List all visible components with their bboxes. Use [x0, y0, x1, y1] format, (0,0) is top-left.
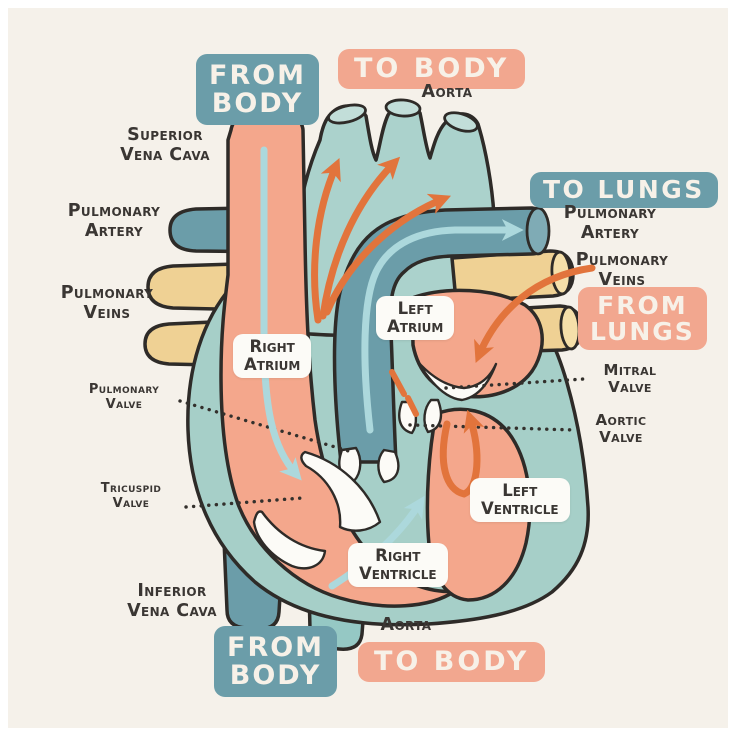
label-pulmonary-artery-left: Pulmonary Artery: [67, 201, 161, 241]
aortic-valve-leader: [408, 423, 576, 432]
tricuspid-valve-leaflet-upper: [300, 450, 382, 532]
badge-to-body-bottom: TO BODY: [358, 642, 546, 682]
label-inferior-vena-cava: Inferior Vena Cava: [127, 581, 217, 621]
chip-right-ventricle: Right Ventricle: [348, 543, 448, 588]
chip-left-atrium: Left Atrium: [376, 296, 455, 341]
tricuspid-valve-leaflet-lower: [252, 510, 327, 570]
pulmonary-artery-opening: [525, 206, 551, 256]
flow-arrow-veins-to-left-atrium: [474, 264, 596, 363]
chip-left-ventricle: Left Ventricle: [470, 478, 570, 523]
label-pulmonary-veins-left: Pulmonary Veins: [60, 283, 154, 323]
flow-arrow-aorta-branch-1: [311, 158, 341, 324]
label-superior-vena-cava: Superior Vena Cava: [120, 125, 210, 165]
flow-arrow-pulmonary-trunk-to-lungs: [361, 219, 524, 434]
aorta-branch-opening-3: [443, 111, 479, 133]
badge-from-body-top: FROM BODY: [196, 54, 320, 126]
label-pulmonary-veins-right: Pulmonary Veins: [575, 250, 669, 290]
badge-to-body-top: TO BODY: [338, 49, 526, 89]
flow-mark-mitral-2: [405, 395, 419, 417]
chip-right-atrium: Right Atrium: [233, 334, 312, 379]
aortic-valve-leaflet-right: [423, 398, 443, 434]
aorta-branch-opening-2: [384, 98, 422, 118]
label-aorta-top: Aorta: [421, 82, 473, 102]
pulmonary-valve-leaflet-right: [377, 448, 400, 484]
pulmonary-valve-leader: [178, 399, 354, 454]
badge-from-lungs: FROM LUNGS: [578, 287, 707, 350]
label-pulmonary-artery-right: Pulmonary Artery: [563, 203, 657, 243]
label-aorta-bottom: Aorta: [380, 615, 432, 635]
label-pulmonary-valve: Pulmonary Valve: [88, 382, 160, 412]
mitral-valve-leader: [444, 377, 586, 390]
label-tricuspid-valve: Tricuspid Valve: [100, 481, 162, 511]
flow-arrow-aorta-branch-3: [323, 193, 452, 316]
aorta-branch-opening-1: [327, 103, 367, 125]
badge-from-body-bottom: FROM BODY: [214, 626, 338, 698]
superior-vena-cava-and-right-chambers: [219, 115, 457, 608]
flow-arrow-aorta-branch-2: [319, 156, 401, 320]
label-aortic-valve: Aortic Valve: [595, 411, 647, 446]
badge-to-lungs: TO LUNGS: [530, 172, 718, 208]
flow-mark-mitral-1: [389, 369, 407, 397]
flow-arrow-left-ventricle-up: [439, 409, 485, 498]
label-mitral-valve: Mitral Valve: [603, 361, 657, 396]
mitral-valve-leaflets: [416, 360, 498, 402]
